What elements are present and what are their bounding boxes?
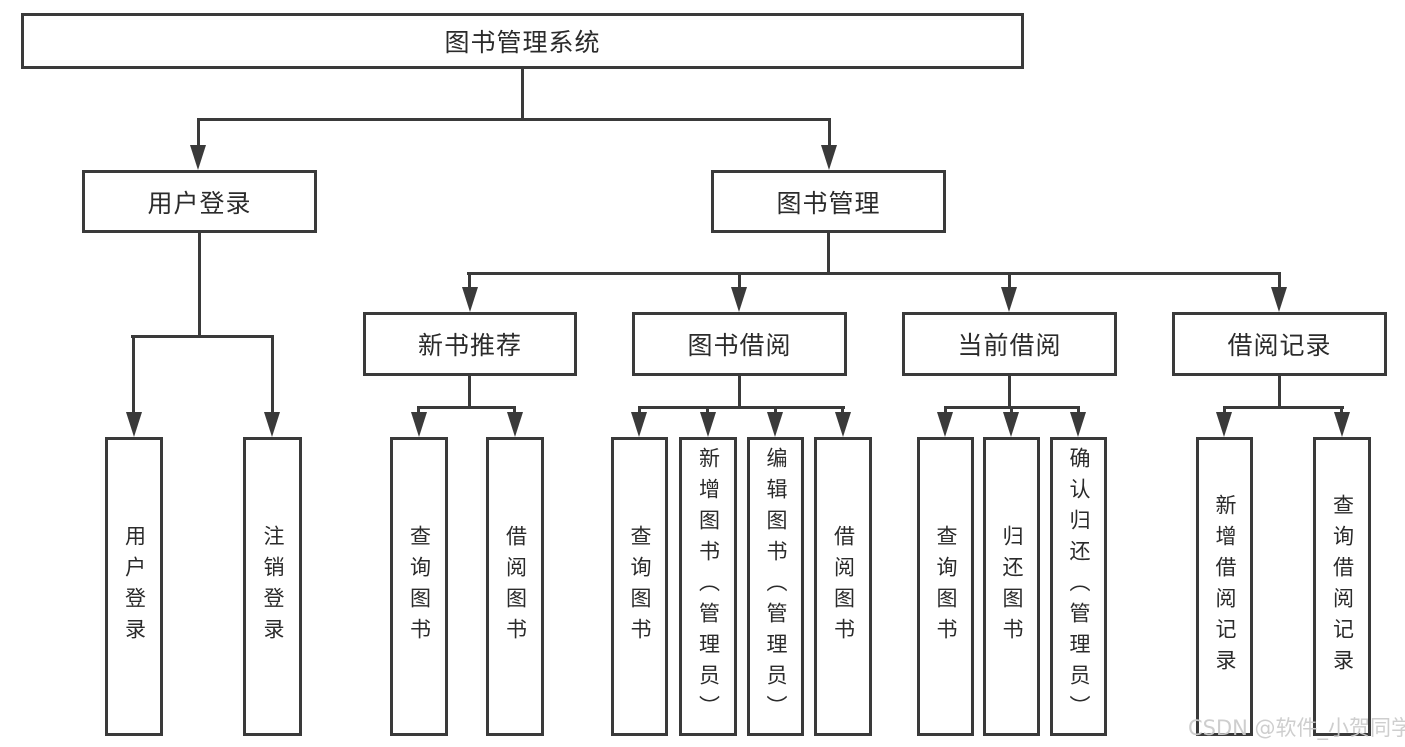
arrow-down-icon	[1216, 412, 1232, 437]
node-root: 图书管理系统	[21, 13, 1024, 69]
arrow-down-icon	[1003, 412, 1019, 437]
leaf-rec-query-book: 查询图书	[390, 437, 448, 736]
connector-line	[132, 335, 135, 414]
connector-line	[1278, 376, 1281, 407]
connector-line	[638, 406, 641, 415]
leaf-rec-query-book-label: 查询图书	[407, 524, 432, 649]
connector-line	[738, 376, 741, 407]
leaf-bb-add-book-label: 新增图书（管理员）	[696, 447, 721, 726]
leaf-bb-add-book: 新增图书（管理员）	[679, 437, 737, 736]
arrow-down-icon	[767, 412, 783, 437]
connector-line	[1223, 406, 1344, 409]
leaf-cb-query-book-label: 查询图书	[934, 524, 958, 649]
leaf-br-add-record: 新增借阅记录	[1196, 437, 1253, 736]
leaf-logout-label: 注销登录	[261, 524, 285, 649]
connector-line	[1077, 406, 1080, 415]
arrow-down-icon	[1001, 287, 1017, 312]
leaf-rec-borrow-book-label: 借阅图书	[503, 524, 528, 649]
arrow-down-icon	[507, 412, 523, 437]
connector-line	[706, 406, 709, 415]
csdn-watermark: CSDN @软件_小贺同学	[1188, 716, 1405, 740]
leaf-br-query-record: 查询借阅记录	[1313, 437, 1371, 736]
arrow-down-icon	[462, 287, 478, 312]
node-borrow-records-label: 借阅记录	[1227, 331, 1332, 360]
arrow-down-icon	[631, 412, 647, 437]
node-user-login-label: 用户登录	[147, 188, 252, 218]
arrow-down-icon	[264, 412, 280, 437]
leaf-user-login: 用户登录	[105, 437, 163, 736]
leaf-br-query-record-label: 查询借阅记录	[1330, 493, 1355, 680]
connector-line	[271, 335, 274, 414]
arrow-down-icon	[731, 287, 747, 312]
node-root-label: 图书管理系统	[444, 28, 601, 57]
connector-line	[774, 406, 777, 415]
node-book-borrow-label: 图书借阅	[687, 331, 792, 360]
arrow-down-icon	[411, 412, 427, 437]
leaf-cb-return-book-label: 归还图书	[1000, 524, 1024, 649]
leaf-cb-confirm-return: 确认归还（管理员）	[1050, 437, 1107, 736]
arrow-down-icon	[190, 145, 206, 170]
connector-line	[467, 272, 1281, 275]
arrow-down-icon	[1070, 412, 1086, 437]
leaf-cb-confirm-return-label: 确认归还（管理员）	[1067, 447, 1091, 726]
arrow-down-icon	[821, 145, 837, 170]
node-book-borrow: 图书借阅	[632, 312, 847, 376]
connector-line	[1008, 272, 1011, 289]
connector-line	[131, 335, 272, 338]
arrow-down-icon	[1334, 412, 1350, 437]
leaf-cb-query-book: 查询图书	[917, 437, 974, 736]
connector-line	[198, 233, 201, 335]
node-new-book-rec: 新书推荐	[363, 312, 577, 376]
connector-line	[1008, 376, 1011, 407]
connector-line	[828, 118, 831, 146]
connector-line	[1010, 406, 1013, 415]
connector-line	[197, 118, 831, 121]
arrow-down-icon	[126, 412, 142, 437]
arrow-down-icon	[937, 412, 953, 437]
connector-line	[638, 406, 845, 409]
node-new-book-rec-label: 新书推荐	[417, 331, 522, 360]
leaf-bb-query-book-label: 查询图书	[628, 524, 652, 649]
connector-line	[944, 406, 947, 415]
leaf-user-login-label: 用户登录	[122, 524, 147, 649]
connector-line	[197, 118, 200, 146]
connector-line	[827, 233, 830, 272]
node-book-mgmt: 图书管理	[711, 170, 946, 233]
node-book-mgmt-label: 图书管理	[776, 188, 881, 218]
node-user-login: 用户登录	[82, 170, 317, 233]
leaf-rec-borrow-book: 借阅图书	[486, 437, 544, 736]
leaf-cb-return-book: 归还图书	[983, 437, 1040, 736]
leaf-logout: 注销登录	[243, 437, 302, 736]
connector-line	[1223, 406, 1226, 415]
node-current-borrow: 当前借阅	[902, 312, 1117, 376]
connector-line	[521, 69, 524, 118]
connector-line	[841, 406, 844, 415]
connector-line	[1340, 406, 1343, 415]
leaf-bb-edit-book: 编辑图书（管理员）	[747, 437, 804, 736]
arrow-down-icon	[1271, 287, 1287, 312]
leaf-bb-query-book: 查询图书	[611, 437, 668, 736]
leaf-br-add-record-label: 新增借阅记录	[1213, 493, 1237, 680]
connector-line	[468, 376, 471, 407]
leaf-bb-borrow-book: 借阅图书	[814, 437, 872, 736]
connector-line	[1278, 272, 1281, 289]
node-borrow-records: 借阅记录	[1172, 312, 1387, 376]
connector-line	[468, 272, 471, 289]
arrow-down-icon	[700, 412, 716, 437]
connector-line	[417, 406, 420, 415]
arrow-down-icon	[835, 412, 851, 437]
connector-line	[513, 406, 516, 415]
leaf-bb-borrow-book-label: 借阅图书	[831, 524, 856, 649]
leaf-bb-edit-book-label: 编辑图书（管理员）	[764, 447, 788, 726]
connector-line	[417, 406, 516, 409]
node-current-borrow-label: 当前借阅	[957, 331, 1062, 360]
connector-line	[738, 272, 741, 289]
